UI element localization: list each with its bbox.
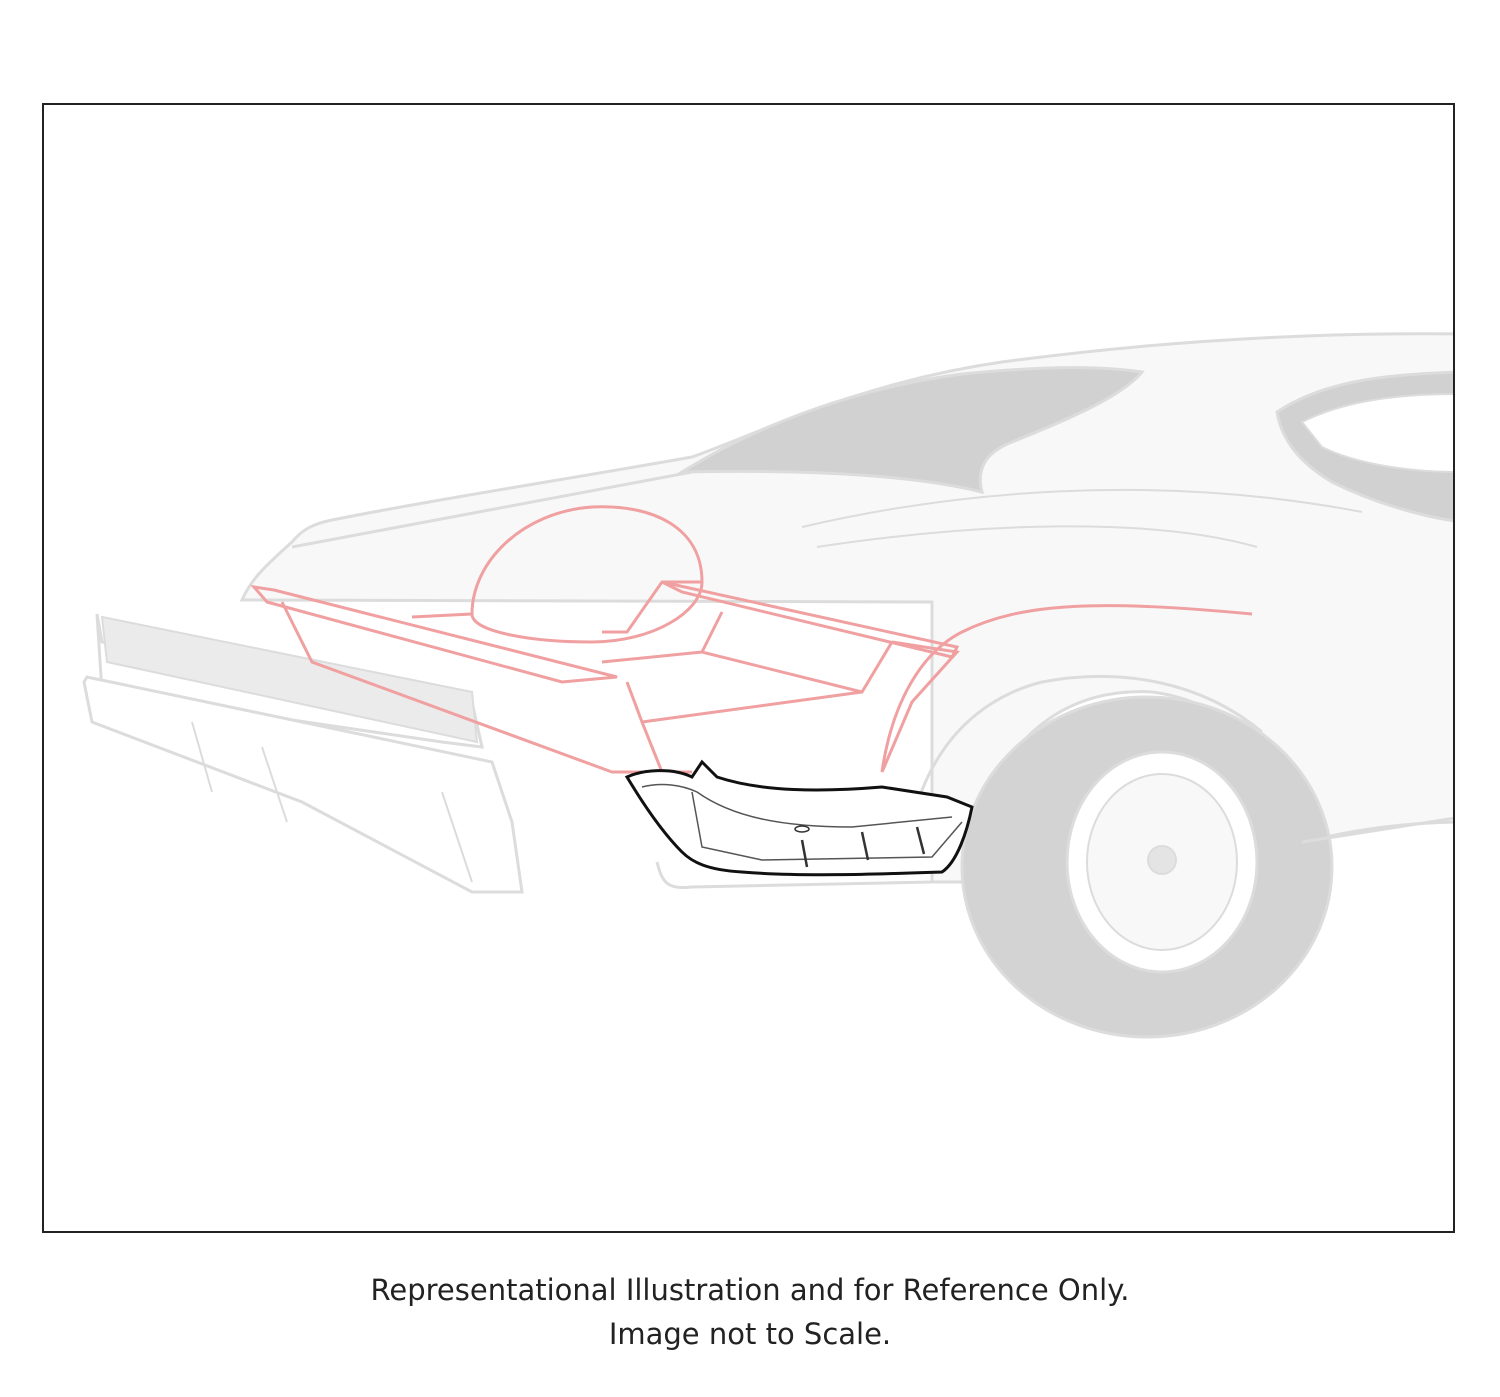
drop-off-rib-1 (800, 839, 809, 868)
valance-rib-3 (441, 791, 473, 883)
trunk-right-edge (880, 640, 960, 773)
caption: Representational Illustration and for Re… (0, 1268, 1500, 1356)
spare-tire-well (470, 505, 704, 644)
drop-off-rib-3 (915, 826, 926, 855)
caption-line-2: Image not to Scale. (608, 1317, 892, 1351)
illustration-frame (42, 103, 1455, 1233)
deck-line (291, 470, 693, 549)
quarter-window-inner (1300, 393, 1453, 473)
valance-rib-1 (191, 721, 213, 793)
drop-off-panel-inner (641, 783, 953, 828)
drop-off-hole (794, 825, 810, 833)
wheel-arch (905, 674, 1263, 863)
drop-off-panel (624, 759, 974, 877)
hub-cap (1147, 845, 1177, 875)
trunk-floor-panel (411, 580, 702, 634)
trunk-left-rail (250, 584, 618, 684)
rear-window (676, 366, 1145, 495)
drop-off-panel-inner-2 (691, 791, 963, 861)
drop-off-rib-2 (860, 831, 870, 861)
taillight-strip (100, 615, 479, 744)
car-illustration (82, 332, 1453, 1039)
trunk-floor-crossmember (601, 611, 894, 724)
rocker-line (1301, 816, 1453, 844)
caption-line-1: Representational Illustration and for Re… (370, 1273, 1130, 1307)
quarter-panel-lower (655, 861, 933, 890)
valance-rib-2 (261, 746, 288, 823)
wheelhouse-pink (880, 604, 1253, 773)
body-crease-2 (816, 525, 1258, 548)
car-body (239, 332, 1453, 884)
body-crease-1 (801, 488, 1363, 528)
